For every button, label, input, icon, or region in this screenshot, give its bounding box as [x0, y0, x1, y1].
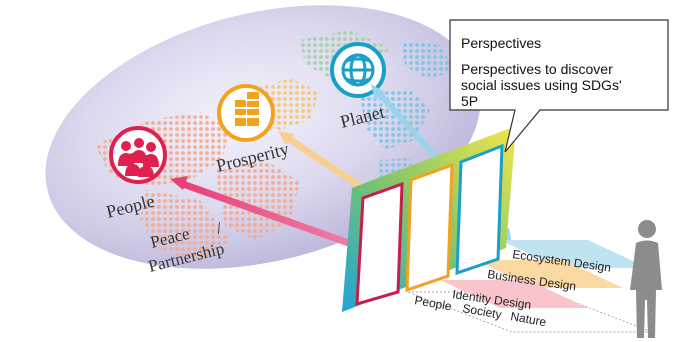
- person-silhouette-icon: [630, 220, 662, 338]
- identity-band: [440, 280, 588, 308]
- floor-layers: [407, 240, 653, 333]
- buildings-icon: [232, 92, 262, 126]
- planet-sphere: [330, 42, 386, 98]
- callout-line-1: Perspectives to discover: [461, 61, 613, 77]
- people-group-icon: [118, 138, 159, 177]
- perspective-frame: [342, 126, 516, 312]
- floor-society-label: Society: [461, 301, 502, 322]
- callout-line-2: social issues using SDGs': [461, 77, 622, 93]
- floor-people-label: People: [413, 293, 453, 313]
- ecosystem-band: [500, 240, 648, 268]
- callout-title: Perspectives: [461, 35, 541, 51]
- callout: [449, 19, 669, 153]
- globe-icon: [341, 53, 375, 87]
- slash-label: /: [214, 218, 223, 238]
- people-sphere: [109, 126, 167, 184]
- floor-nature-label: Nature: [509, 309, 547, 329]
- prosperity-sphere: [217, 84, 275, 142]
- business-band: [475, 260, 623, 288]
- callout-line-3: 5P: [461, 93, 478, 109]
